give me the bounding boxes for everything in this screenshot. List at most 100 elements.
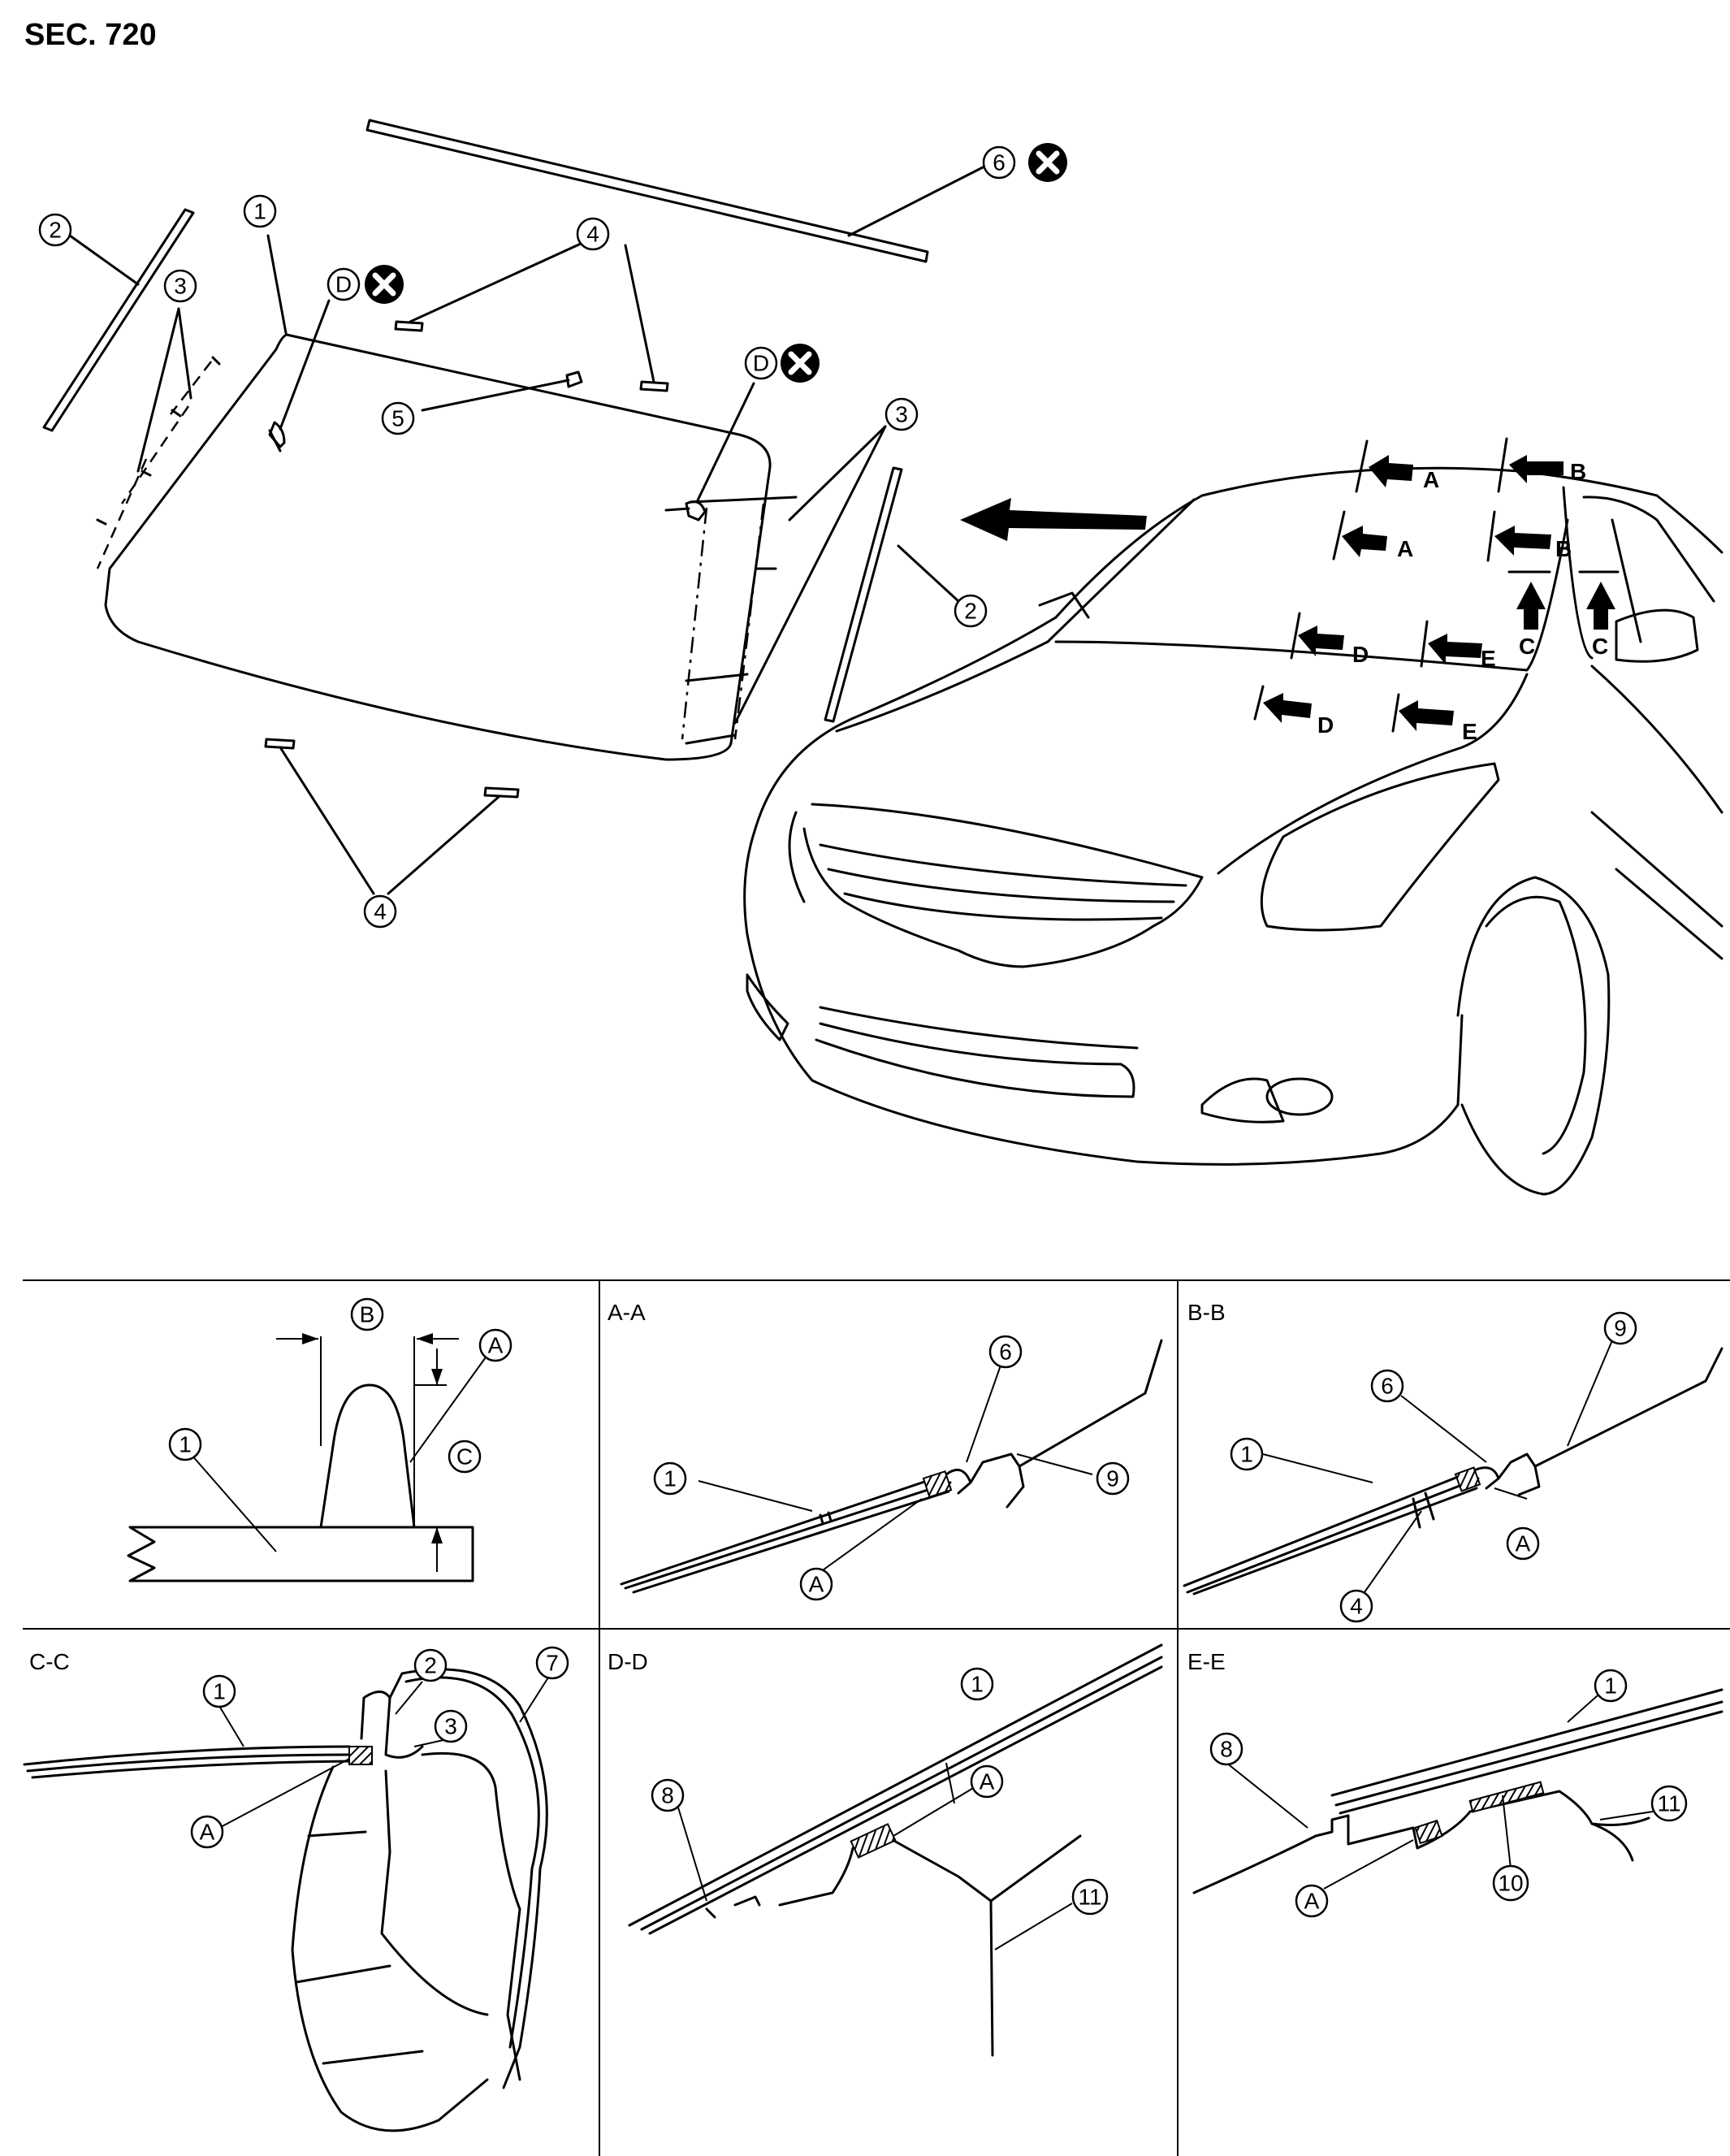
detail-grid — [23, 1279, 1730, 2156]
svg-text:6: 6 — [993, 150, 1006, 175]
svg-text:3: 3 — [895, 402, 908, 427]
callout-1: 1 — [243, 194, 277, 228]
svg-text:6: 6 — [1381, 1374, 1394, 1399]
section-label-bb: B-B — [1187, 1300, 1226, 1325]
callout-4-top: 4 — [576, 217, 610, 251]
callout-11-dd: 11 — [1071, 1878, 1109, 1916]
direction-arrow-icon — [960, 498, 1147, 541]
svg-text:A: A — [488, 1333, 504, 1358]
svg-text:E: E — [1481, 646, 1496, 671]
callout-5: 5 — [381, 401, 415, 435]
callout-9-bb: 9 — [1603, 1311, 1637, 1345]
svg-text:A: A — [980, 1769, 995, 1795]
svg-text:B: B — [1570, 459, 1586, 484]
do-not-reuse-icon — [365, 265, 404, 304]
do-not-reuse-icon — [1028, 143, 1067, 182]
svg-text:A: A — [809, 1572, 824, 1597]
callout-d-right: D — [744, 346, 778, 380]
callout-1-aa: 1 — [653, 1461, 687, 1496]
callout-3-left: 3 — [163, 269, 197, 303]
section-label-dd: D-D — [608, 1649, 648, 1674]
svg-text:10: 10 — [1498, 1871, 1523, 1896]
panel-dd — [628, 1643, 1163, 2057]
svg-text:8: 8 — [1220, 1737, 1233, 1762]
callout-1-dd: 1 — [960, 1667, 994, 1701]
section-label-ee: E-E — [1187, 1649, 1226, 1674]
callout-a-dim: A — [478, 1328, 513, 1362]
panel-ee — [1192, 1688, 1724, 1894]
panel-cc — [23, 1668, 549, 2132]
callout-1-dim: 1 — [168, 1427, 202, 1461]
svg-text:6: 6 — [999, 1340, 1012, 1365]
svg-text:A: A — [200, 1820, 215, 1845]
callout-8-dd: 8 — [651, 1778, 685, 1812]
svg-text:4: 4 — [586, 222, 599, 247]
svg-text:11: 11 — [1078, 1885, 1101, 1910]
callout-b-dim: B — [350, 1297, 384, 1331]
svg-text:1: 1 — [1240, 1442, 1253, 1467]
panel-aa — [620, 1339, 1163, 1594]
section-label-cc: C-C — [29, 1649, 70, 1674]
svg-text:11: 11 — [1657, 1791, 1680, 1816]
callout-10-ee: 10 — [1492, 1864, 1529, 1902]
svg-text:1: 1 — [179, 1432, 192, 1457]
section-title: SEC. 720 — [24, 18, 157, 52]
callout-2-cc: 2 — [413, 1648, 448, 1682]
svg-text:2: 2 — [424, 1653, 437, 1678]
callout-3-right: 3 — [884, 397, 919, 431]
svg-text:A: A — [1423, 467, 1439, 492]
svg-text:C: C — [456, 1444, 473, 1470]
svg-text:1: 1 — [664, 1466, 677, 1491]
callout-3-cc: 3 — [434, 1709, 468, 1743]
callout-a-dd: A — [970, 1764, 1004, 1799]
callout-2-left: 2 — [38, 213, 72, 247]
svg-text:D: D — [753, 351, 769, 376]
callout-9-aa: 9 — [1096, 1461, 1130, 1496]
svg-text:A: A — [1516, 1531, 1531, 1556]
svg-text:9: 9 — [1106, 1466, 1119, 1491]
callout-a-ee: A — [1295, 1884, 1329, 1918]
section-markers — [1253, 437, 1620, 733]
callout-8-ee: 8 — [1209, 1732, 1243, 1766]
callout-1-ee: 1 — [1594, 1669, 1628, 1703]
svg-text:9: 9 — [1614, 1316, 1627, 1341]
callout-7-cc: 7 — [535, 1646, 569, 1680]
svg-text:2: 2 — [49, 218, 62, 243]
callout-d-left: D — [327, 267, 361, 301]
do-not-reuse-icon — [781, 344, 820, 383]
callout-a-aa: A — [799, 1567, 833, 1601]
svg-text:C: C — [1519, 634, 1535, 659]
svg-text:3: 3 — [174, 274, 187, 299]
callout-c-dim: C — [448, 1439, 482, 1474]
svg-text:1: 1 — [971, 1672, 984, 1697]
svg-text:D: D — [1317, 712, 1334, 738]
svg-text:D: D — [1352, 642, 1369, 667]
callout-4-bb: 4 — [1339, 1589, 1373, 1623]
svg-text:2: 2 — [964, 599, 977, 624]
svg-text:1: 1 — [213, 1679, 226, 1704]
callout-a-bb: A — [1506, 1526, 1540, 1561]
svg-text:1: 1 — [253, 199, 266, 224]
svg-text:D: D — [335, 272, 352, 297]
svg-text:B: B — [1555, 536, 1572, 561]
callout-11-ee: 11 — [1650, 1785, 1688, 1822]
callout-1-bb: 1 — [1230, 1437, 1264, 1471]
panel-dimension — [127, 1333, 488, 1582]
callout-2-right: 2 — [954, 594, 988, 628]
callout-6: 6 — [982, 145, 1016, 180]
svg-text:5: 5 — [391, 406, 404, 431]
svg-text:C: C — [1592, 634, 1608, 659]
car-illustration — [743, 466, 1724, 1196]
car-section-labels: A A B B C C D D E E — [1317, 459, 1608, 744]
panel-bb — [1183, 1340, 1724, 1595]
callout-6-aa: 6 — [988, 1335, 1023, 1369]
svg-text:A: A — [1304, 1889, 1320, 1914]
svg-text:B: B — [360, 1302, 375, 1327]
callout-1-cc: 1 — [202, 1674, 236, 1708]
svg-text:1: 1 — [1604, 1673, 1617, 1699]
callout-a-cc: A — [190, 1815, 224, 1849]
svg-text:3: 3 — [444, 1714, 457, 1739]
exploded-view — [42, 119, 986, 895]
svg-text:A: A — [1397, 536, 1413, 561]
